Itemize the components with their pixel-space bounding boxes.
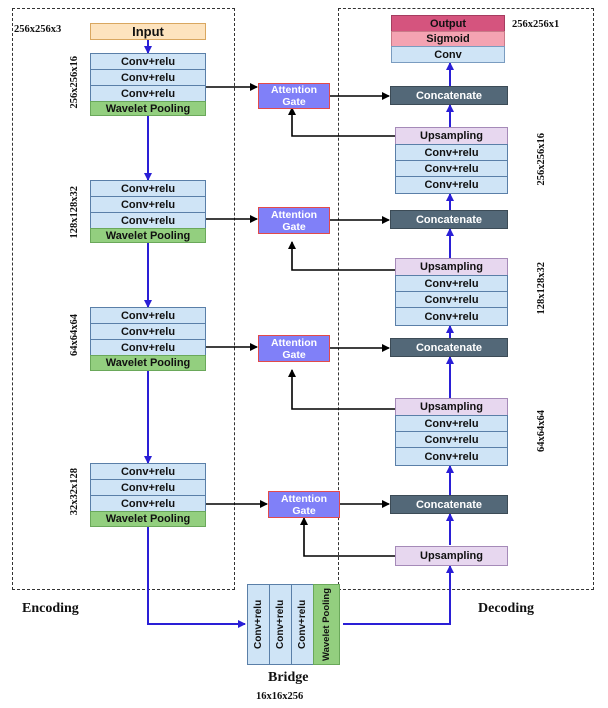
decoder2-conv-relu-1: Conv+relu (395, 275, 508, 292)
attention-gate-4: Attention Gate (268, 491, 340, 518)
decoding-label: Decoding (478, 601, 534, 616)
enc-dim-label-2: 128x128x32 (69, 186, 80, 239)
encoder3-conv-relu-3: Conv+relu (90, 339, 206, 356)
decoder3-conv-relu-3: Conv+relu (395, 447, 508, 466)
attention-gate-4-line1: Attention (280, 492, 328, 505)
bridge-label: Bridge (268, 670, 309, 685)
encoder2-conv-relu-2: Conv+relu (90, 196, 206, 213)
output-block: Output (391, 15, 505, 32)
input-block: Input (90, 23, 206, 40)
encoder2-conv-relu-1: Conv+relu (90, 180, 206, 197)
attention-gate-3-line1: Attention (270, 336, 318, 349)
bridge-dim-label: 16x16x256 (256, 691, 304, 702)
decoder1-upsampling: Upsampling (395, 127, 508, 145)
encoder3-wavelet-pooling: Wavelet Pooling (90, 355, 206, 371)
decoder1-conv-relu-3: Conv+relu (395, 176, 508, 194)
encoder3-conv-relu-1: Conv+relu (90, 307, 206, 324)
decoder3-upsampling: Upsampling (395, 398, 508, 416)
enc-dim-label-1: 256x256x16 (69, 56, 80, 109)
encoder2-conv-relu-3: Conv+relu (90, 212, 206, 229)
encoder1-conv-relu-1: Conv+relu (90, 53, 206, 70)
attention-gate-1-line1: Attention (270, 84, 318, 96)
encoder1-conv-relu-2: Conv+relu (90, 69, 206, 86)
encoder4-conv-relu-3: Conv+relu (90, 495, 206, 512)
attention-gate-3-line2: Gate (282, 348, 306, 361)
attention-gate-3: Attention Gate (258, 335, 330, 362)
encoder1-wavelet-pooling: Wavelet Pooling (90, 101, 206, 116)
encoding-label: Encoding (22, 601, 79, 616)
encoder4-conv-relu-2: Conv+relu (90, 479, 206, 496)
concatenate-block-4: Concatenate (390, 495, 508, 514)
flow-arrow (147, 527, 246, 628)
decoder2-upsampling: Upsampling (395, 258, 508, 276)
dec-dim-label-2: 128x128x32 (536, 262, 547, 315)
skip-arrow (288, 369, 395, 410)
output-dim-label: 256x256x1 (512, 19, 560, 30)
bridge-wavelet-pooling: Wavelet Pooling (313, 584, 340, 665)
dec-dim-label-1: 256x256x16 (536, 133, 547, 186)
decoder3-conv-relu-2: Conv+relu (395, 431, 508, 448)
dec-dim-label-3: 64x64x64 (536, 410, 547, 452)
encoder1-conv-relu-3: Conv+relu (90, 85, 206, 102)
decoder2-conv-relu-3: Conv+relu (395, 307, 508, 326)
skip-arrow (288, 107, 395, 137)
concatenate-block-2: Concatenate (390, 210, 508, 229)
attention-gate-2-line2: Gate (282, 220, 306, 233)
attention-gate-4-line2: Gate (292, 504, 316, 517)
decoding-frame (338, 8, 594, 590)
attention-gate-1-line2: Gate (282, 96, 306, 108)
encoder4-wavelet-pooling: Wavelet Pooling (90, 511, 206, 527)
decoder4-upsampling: Upsampling (395, 546, 508, 566)
encoding-frame (12, 8, 235, 590)
encoder2-wavelet-pooling: Wavelet Pooling (90, 228, 206, 243)
attention-gate-1: Attention Gate (258, 83, 330, 109)
bridge-conv-relu-2: Conv+relu (269, 584, 292, 665)
concatenate-block-3: Concatenate (390, 338, 508, 357)
decoder1-conv-relu-1: Conv+relu (395, 144, 508, 161)
decoder1-conv-relu-2: Conv+relu (395, 160, 508, 177)
attention-gate-2: Attention Gate (258, 207, 330, 234)
final-conv-block: Conv (391, 46, 505, 63)
flow-arrow (343, 565, 454, 625)
bridge-conv-relu-1: Conv+relu (247, 584, 270, 665)
enc-dim-label-3: 64x64x64 (69, 314, 80, 356)
decoder3-conv-relu-1: Conv+relu (395, 415, 508, 432)
concatenate-block-1: Concatenate (390, 86, 508, 105)
input-dim-label: 256x256x3 (14, 24, 62, 35)
attention-gate-2-line1: Attention (270, 208, 318, 221)
enc-dim-label-4: 32x32x128 (69, 468, 80, 516)
decoder2-conv-relu-2: Conv+relu (395, 291, 508, 308)
encoder3-conv-relu-2: Conv+relu (90, 323, 206, 340)
bridge-conv-relu-3: Conv+relu (291, 584, 314, 665)
skip-arrow (288, 241, 395, 271)
sigmoid-block: Sigmoid (391, 31, 505, 47)
skip-arrow (300, 517, 395, 557)
encoder4-conv-relu-1: Conv+relu (90, 463, 206, 480)
